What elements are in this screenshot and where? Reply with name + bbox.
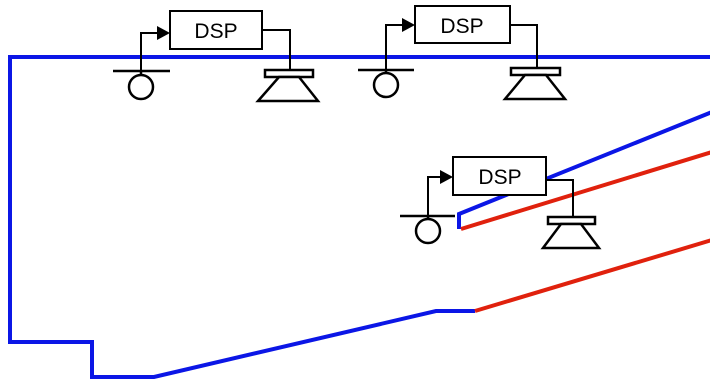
loudspeaker-icon [502, 66, 568, 101]
loudspeaker-icon [255, 68, 321, 103]
red-boundary-upper [460, 150, 710, 240]
arrow-icon [402, 18, 415, 32]
dsp-box [452, 156, 547, 196]
dsp-label: DSP [194, 20, 237, 43]
microphone-icon [113, 69, 170, 101]
microphone-icon [400, 214, 455, 245]
signal-wire-out [546, 179, 574, 217]
loudspeaker-icon [540, 215, 602, 250]
dsp-unit-1: DSP [113, 10, 321, 103]
signal-wire-in [385, 24, 403, 70]
arrow-icon [157, 26, 170, 40]
red-boundary-lower [474, 238, 710, 313]
blue-boundary-outline [8, 55, 710, 379]
signal-wire-in [140, 32, 158, 70]
signal-wire-in [427, 176, 441, 215]
blue-boundary-slope [457, 110, 710, 229]
signal-wire-out [510, 24, 538, 69]
arrow-icon [440, 170, 453, 184]
dsp-label: DSP [440, 15, 483, 38]
dsp-unit-2: DSP [358, 5, 568, 101]
microphone-icon [358, 68, 414, 99]
dsp-unit-3: DSP [400, 156, 602, 250]
signal-wire-out [262, 29, 291, 70]
dsp-label: DSP [478, 166, 521, 189]
dsp-box [169, 10, 263, 50]
